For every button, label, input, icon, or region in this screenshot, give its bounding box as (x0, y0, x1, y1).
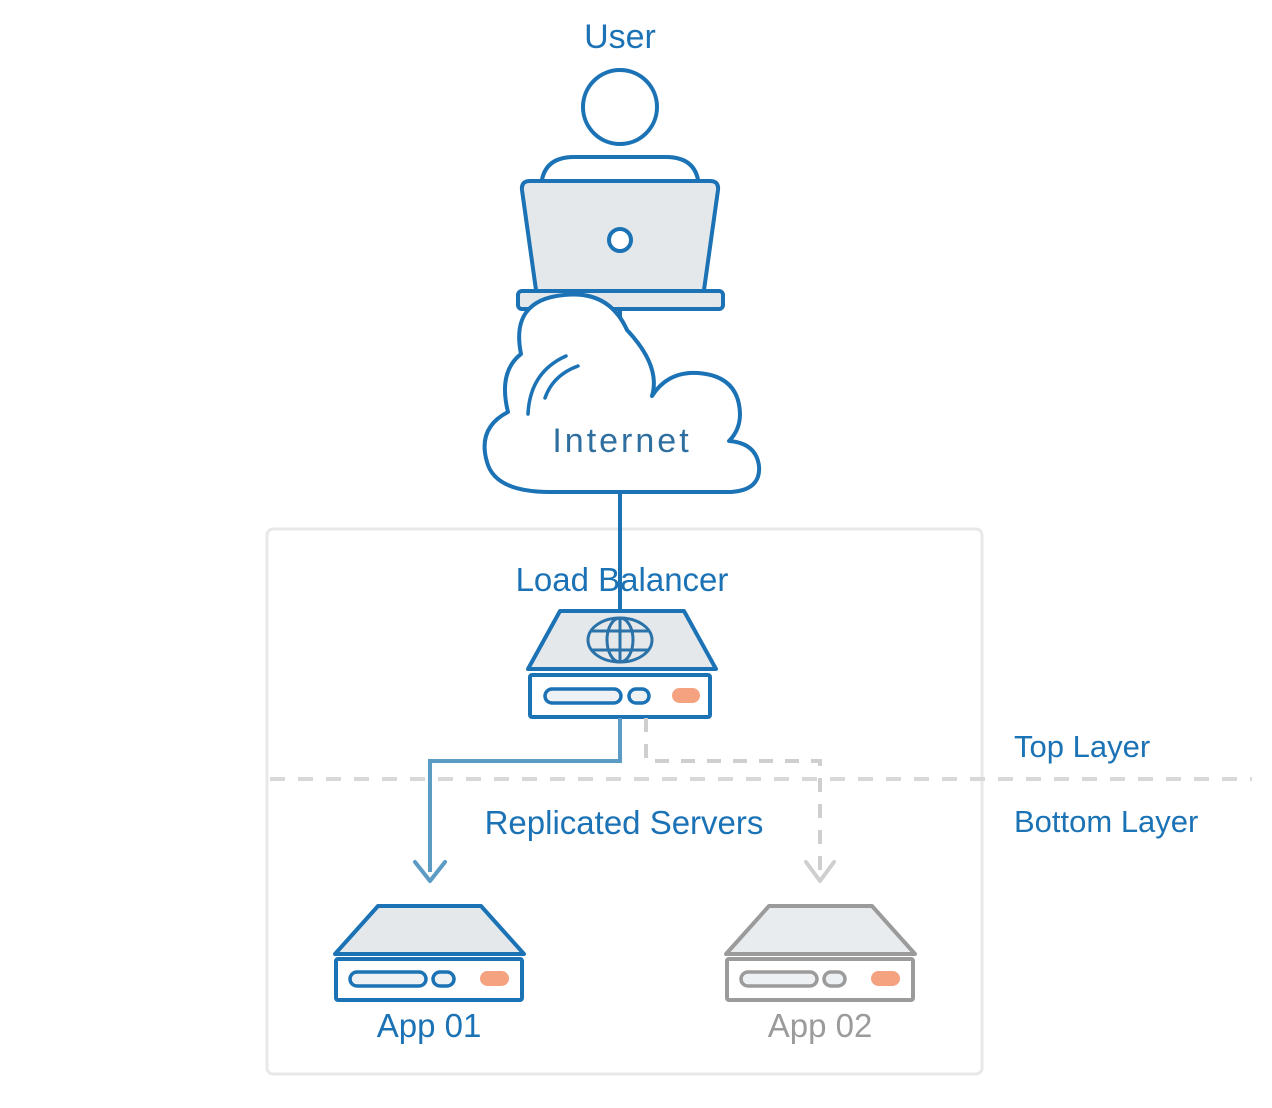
app-02-button-icon (822, 970, 847, 988)
edge-lb-to-app01 (413, 718, 622, 883)
app-01-label: App 01 (377, 1007, 482, 1044)
app-02-top-icon (724, 904, 917, 956)
app-02-slot-icon (739, 970, 819, 988)
app-02-label: App 02 (768, 1007, 873, 1044)
load-balancer-label: Load Balancer (516, 561, 729, 598)
laptop-camera-icon (607, 227, 633, 253)
app-01-button-icon (431, 970, 456, 988)
user-label: User (584, 18, 656, 56)
load-balancer-button-icon (627, 687, 651, 705)
internet-label: Internet (552, 422, 691, 460)
cloud-arc-1-icon (526, 354, 568, 416)
replicated-servers-label: Replicated Servers (485, 804, 764, 841)
app-01-server-icon (333, 904, 526, 1002)
app-02-server-icon (724, 904, 917, 1002)
edge-lb-to-app02 (644, 718, 836, 883)
load-balancer-led-icon (672, 688, 700, 703)
user-laptop-icon (516, 68, 725, 311)
app-01-body-icon (334, 957, 524, 1002)
load-balancer-slot-icon (543, 687, 623, 705)
arrow-head-app02-icon (804, 860, 836, 883)
user-head-icon (581, 68, 659, 146)
layer-container-box (265, 527, 984, 1076)
globe-icon (586, 616, 654, 664)
cloud-icon (482, 292, 762, 494)
app-01-slot-icon (348, 970, 428, 988)
app-02-led-icon (871, 971, 900, 986)
user-torso-icon (539, 155, 701, 232)
top-layer-label: Top Layer (1014, 729, 1150, 764)
app-02-body-icon (725, 957, 915, 1002)
arrow-head-app01-icon (413, 860, 447, 883)
app-01-led-icon (480, 971, 509, 986)
cloud-outline-icon (482, 292, 762, 494)
app-01-top-icon (333, 904, 526, 956)
cloud-arc-2-icon (543, 364, 580, 400)
bottom-layer-label: Bottom Layer (1014, 804, 1198, 839)
load-balancer-top-icon (526, 609, 718, 671)
load-balancer-server-icon (526, 609, 718, 719)
